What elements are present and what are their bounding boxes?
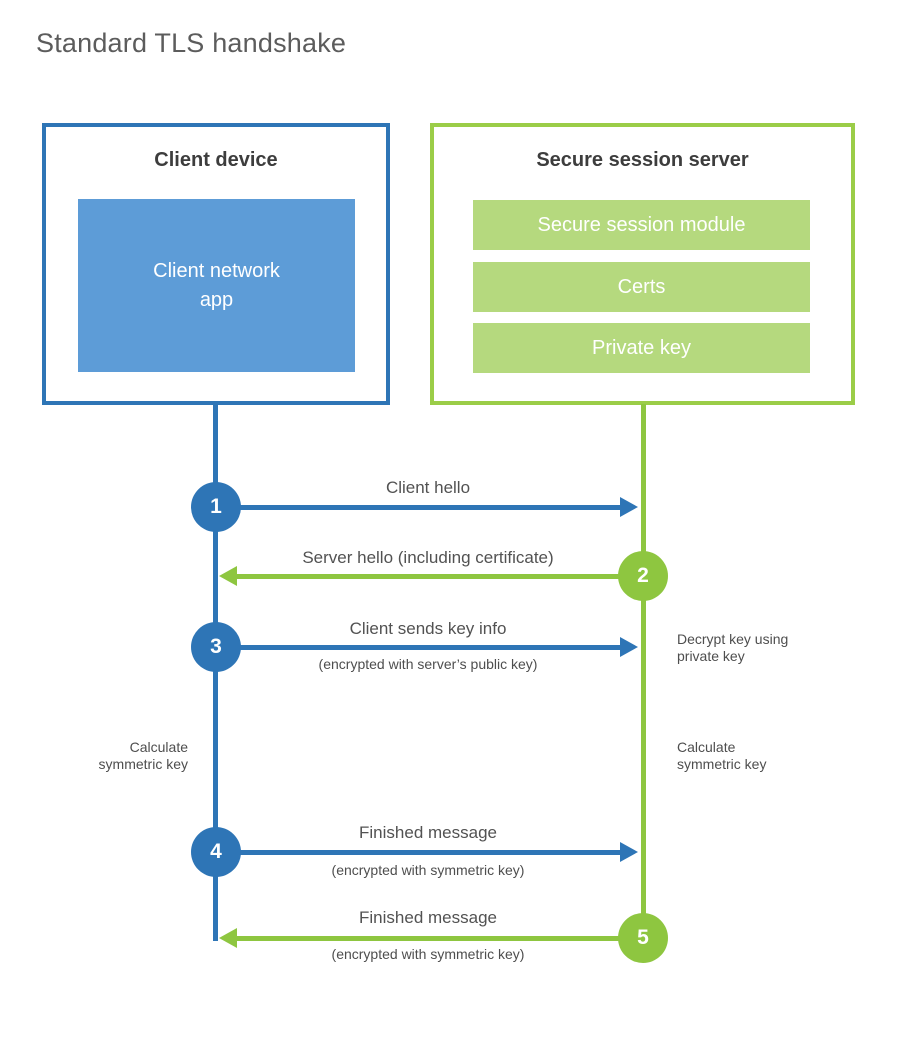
step-5-message-label: Finished message [359,908,497,927]
certs-bar: Certs [473,262,810,312]
arrow-shaft [239,505,626,510]
page-title: Standard TLS handshake [36,28,347,58]
step-5-arrow [219,928,619,948]
step-1-message-label: Client hello [385,478,471,497]
arrow-shaft [231,936,619,941]
calc-note-line2: symmetric key [677,756,767,773]
step-4-arrow [239,842,638,862]
step-4-marker: 4 [191,827,241,877]
step-2-marker: 2 [618,551,668,601]
secure-session-server-box: Secure session server Secure session mod… [430,123,855,405]
calculate-symmetric-key-note-server: Calculate symmetric key [677,739,766,773]
step-1-arrow [239,497,638,517]
server-lifeline [641,404,646,938]
client-device-box: Client device Client network app [42,123,390,405]
decrypt-key-note: Decrypt key using private key [677,631,788,665]
step-5-marker: 5 [618,913,668,963]
step-3-message-label: Client sends key info [349,619,507,638]
decrypt-key-note-line1: Decrypt key using [677,631,789,647]
arrowhead-right-icon [620,637,638,657]
client-device-title: Client device [154,149,278,171]
step-4-sub-label: (encrypted with symmetric key) [331,862,525,878]
calc-note-line1: Calculate [129,739,188,755]
arrow-shaft [239,850,626,855]
client-lifeline [213,404,218,941]
arrowhead-right-icon [620,842,638,862]
step-5-sub-label: (encrypted with symmetric key) [331,946,525,962]
calculate-symmetric-key-note-client: Calculate symmetric key [60,739,188,773]
private-key-bar: Private key [473,323,810,373]
arrowhead-left-icon [219,566,237,586]
step-3-sub-label: (encrypted with server’s public key) [318,656,538,672]
arrow-shaft [231,574,619,579]
step-2-message-label: Server hello (including certificate) [302,548,554,567]
step-3-arrow [239,637,638,657]
secure-session-module-bar: Secure session module [473,200,810,250]
arrowhead-left-icon [219,928,237,948]
calc-note-line1: Calculate [677,739,736,755]
client-network-app-module: Client network app [78,199,355,372]
calc-note-line2: symmetric key [98,756,188,773]
arrow-shaft [239,645,626,650]
arrowhead-right-icon [620,497,638,517]
decrypt-key-note-line2: private key [677,648,745,665]
step-2-arrow [219,566,619,586]
client-network-app-label: Client network app [153,259,280,311]
secure-session-server-title: Secure session server [536,149,749,171]
step-3-marker: 3 [191,622,241,672]
step-4-message-label: Finished message [359,823,497,842]
step-1-marker: 1 [191,482,241,532]
